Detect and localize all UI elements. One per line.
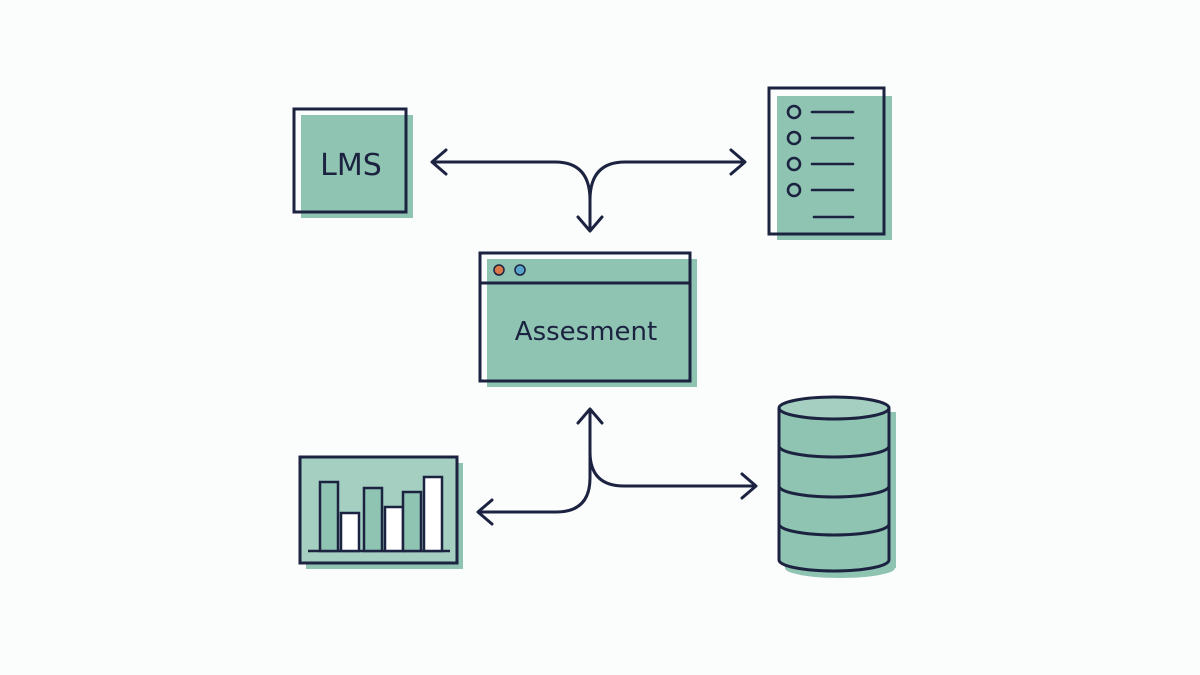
- top-connector: [430, 148, 747, 233]
- arrowhead-assessment-bottom: [576, 407, 604, 425]
- chart-bar: [401, 490, 423, 553]
- chart-bars: [318, 475, 444, 553]
- database-ring: [777, 485, 891, 499]
- connector-to-checklist: [588, 160, 744, 202]
- connector-to-chart: [479, 410, 592, 514]
- checklist-bullet-icon: [786, 130, 802, 146]
- checklist-bullet-icon: [786, 182, 802, 198]
- lms-node-box: [292, 107, 408, 214]
- assessment-label: Assesment: [515, 317, 657, 347]
- window-dot-blue-icon: [514, 264, 526, 276]
- database-node[interactable]: [777, 395, 896, 578]
- assessment-shadow: [487, 259, 697, 387]
- checklist-bullet-icon: [786, 104, 802, 120]
- assessment-window-box: [478, 251, 692, 383]
- assessment-node[interactable]: Assesment: [478, 251, 697, 387]
- arrowhead-assessment-top: [576, 215, 604, 233]
- chart-bar: [362, 486, 384, 553]
- chart-bar: [318, 480, 340, 553]
- arrowhead-checklist: [729, 148, 747, 176]
- checklist-bullet-icon: [786, 156, 802, 172]
- checklist-document-icon: [767, 86, 886, 236]
- lms-node-shadow: [301, 115, 413, 218]
- arrowhead-lms: [430, 148, 448, 176]
- database-top: [777, 395, 891, 421]
- chart-bar: [422, 475, 444, 553]
- arrowhead-chart: [476, 498, 494, 526]
- chart-bar: [339, 511, 361, 553]
- database-cylinder-icon: [777, 395, 891, 573]
- checklist-node[interactable]: [767, 86, 892, 240]
- connector-to-lms: [432, 160, 592, 230]
- arrowhead-database: [740, 472, 758, 500]
- lms-label: LMS: [320, 148, 382, 183]
- chart-bar: [383, 505, 405, 553]
- bottom-connector: [476, 407, 758, 526]
- database-ring: [777, 445, 891, 459]
- window-dot-orange-icon: [493, 264, 505, 276]
- connector-to-database: [588, 450, 756, 488]
- checklist-items: [786, 104, 855, 219]
- database-ring: [777, 523, 891, 537]
- chart-node[interactable]: [298, 455, 463, 569]
- database-body: [777, 408, 891, 573]
- lms-node[interactable]: LMS: [292, 107, 413, 218]
